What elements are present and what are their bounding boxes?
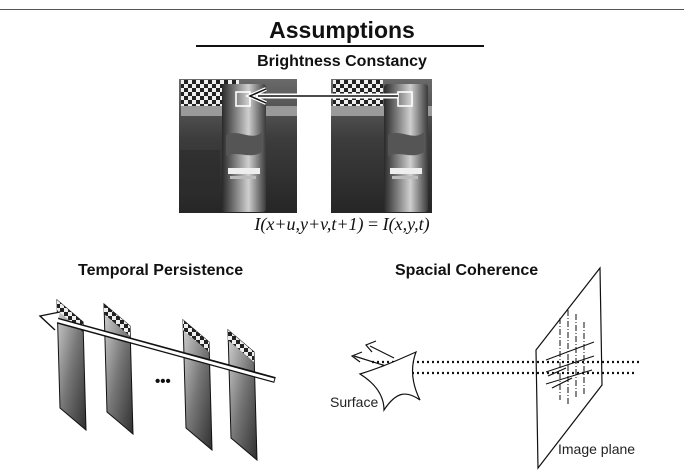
formula-lhs: I(x+u,y+v,t+1)	[254, 214, 364, 234]
image-plane	[535, 266, 603, 470]
title-underline	[196, 45, 484, 47]
photo-gap	[297, 79, 331, 213]
temporal-heading: Temporal Persistence	[78, 262, 244, 279]
surface-patch	[358, 350, 421, 412]
top-rule	[0, 9, 684, 10]
frames-ellipsis: •••	[155, 373, 171, 390]
formula-equals: =	[363, 214, 383, 234]
projection-rays	[350, 340, 640, 375]
photo-frame-t-plus-1	[331, 79, 432, 213]
temporal-frame-3	[182, 318, 213, 452]
brightness-heading: Brightness Constancy	[257, 53, 427, 70]
temporal-arrow	[38, 311, 276, 383]
flow-grid	[545, 310, 595, 404]
surface-label: Surface	[330, 394, 379, 410]
photo-frame-t	[179, 79, 297, 213]
image-plane-label: Image plane	[558, 441, 636, 457]
brightness-constancy-formula: I(x+u,y+v,t+1) = I(x,y,t)	[0, 214, 684, 235]
formula-rhs: I(x,y,t)	[382, 214, 430, 234]
correspondence-arrow	[245, 87, 398, 105]
page-title: Assumptions	[269, 17, 415, 43]
temporal-frame-2	[103, 302, 134, 436]
temporal-frame-4	[227, 328, 258, 462]
spatial-heading: Spacial Coherence	[395, 262, 539, 279]
